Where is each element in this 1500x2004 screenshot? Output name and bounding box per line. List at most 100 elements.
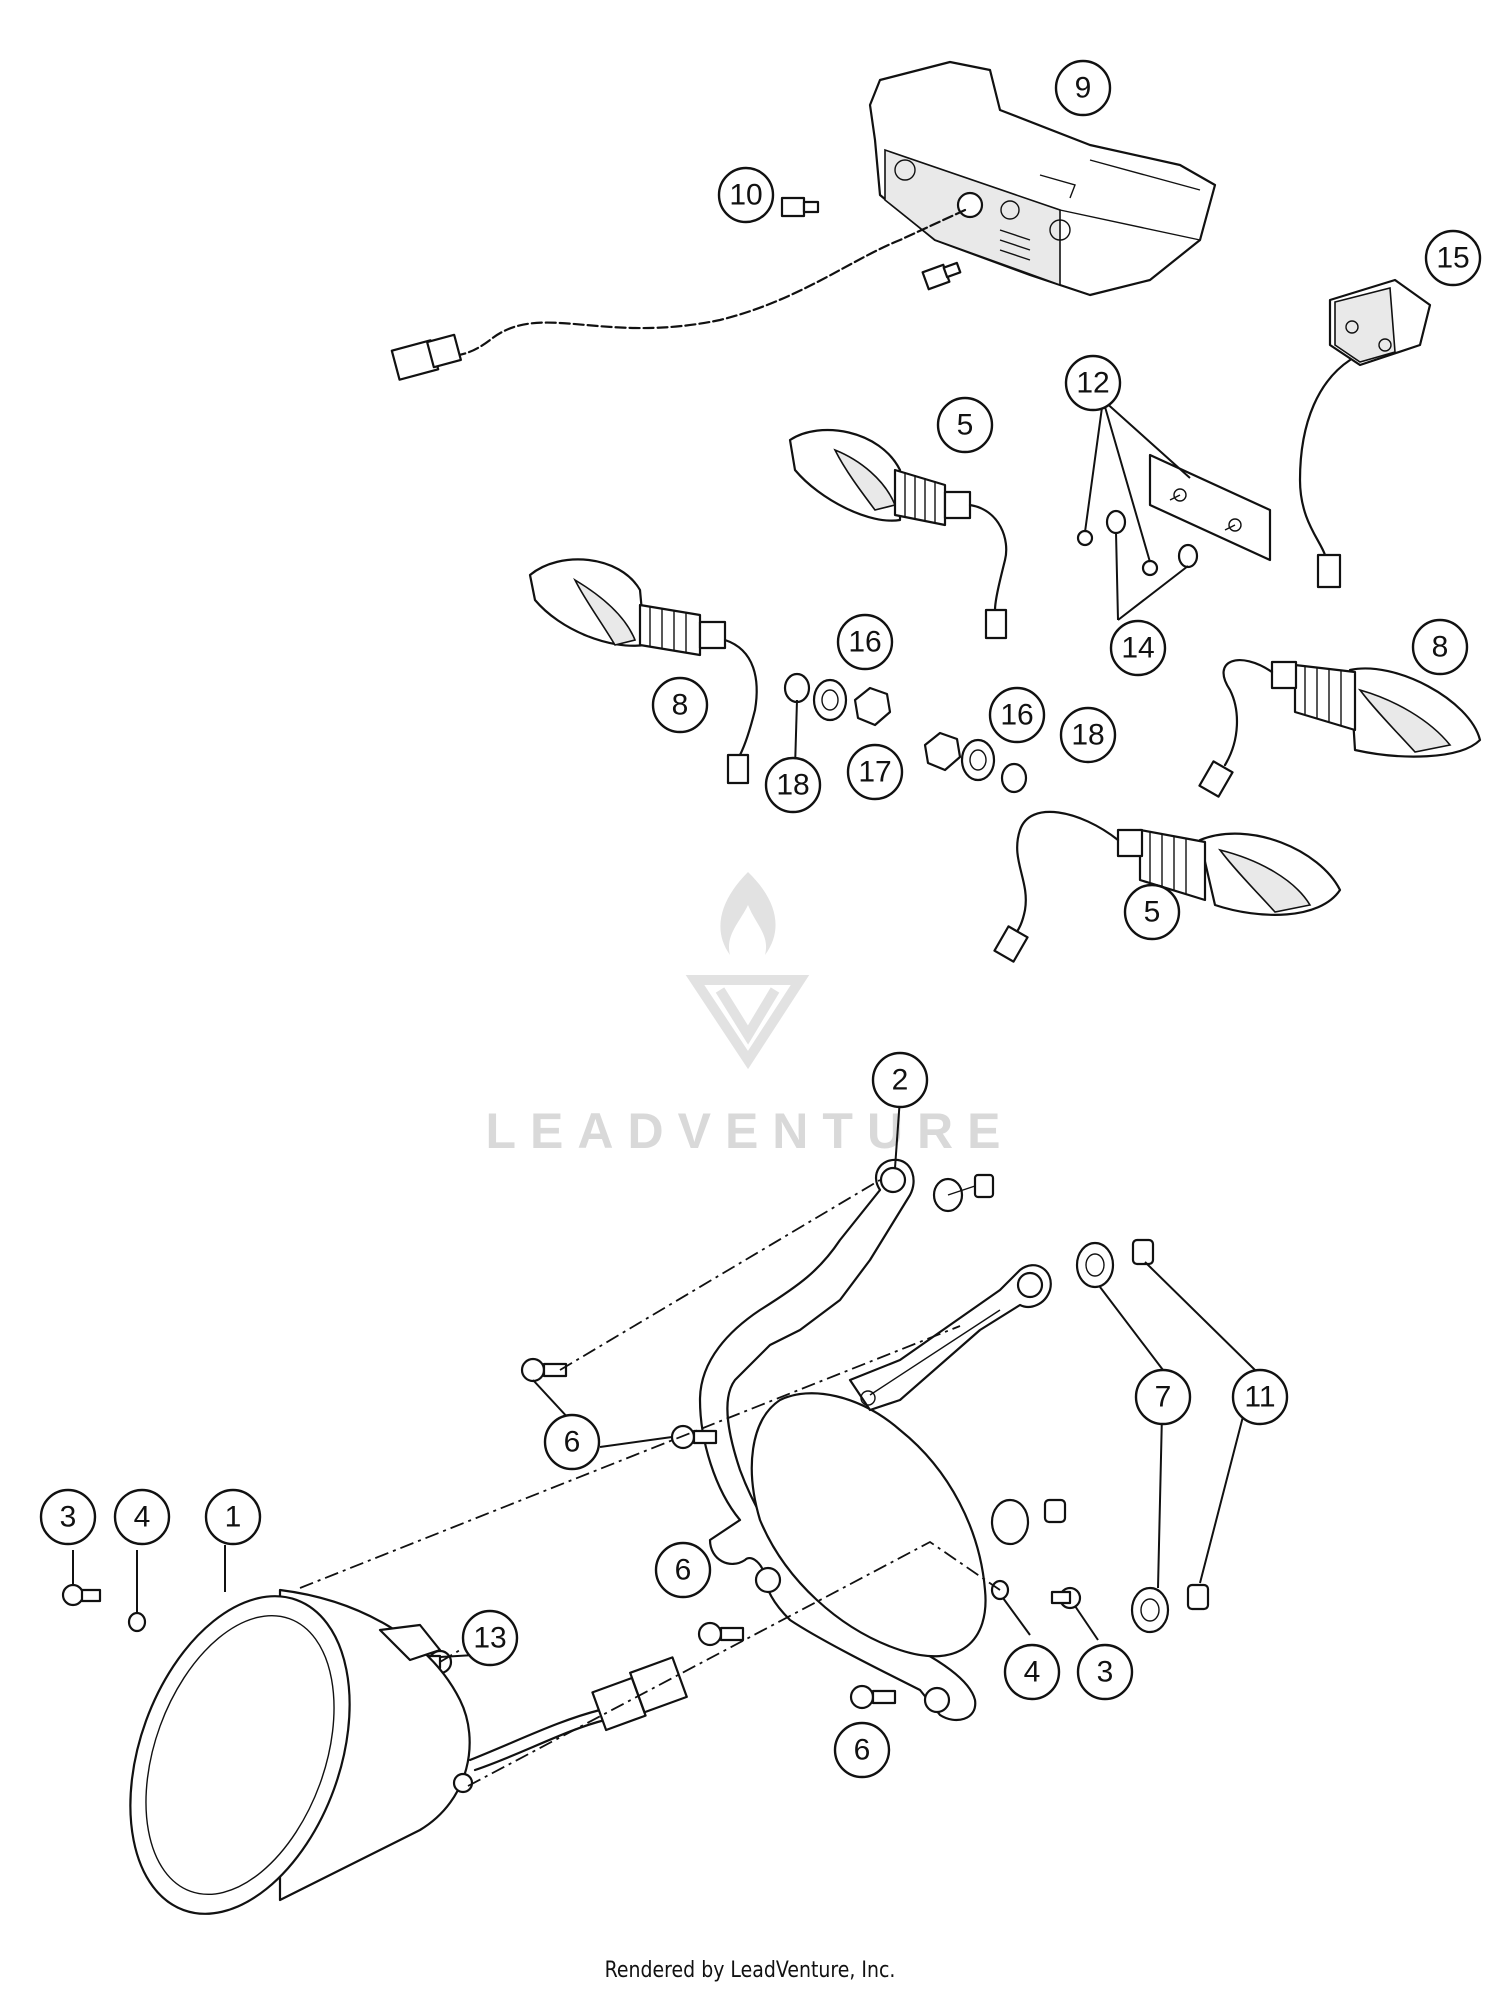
headlight-wires — [468, 1708, 607, 1772]
indicator-8-right-cable — [1222, 659, 1274, 767]
bushing-mid — [990, 1498, 1067, 1546]
callout-8-right[interactable]: 8 — [1411, 618, 1469, 676]
bolt-3-left — [61, 1583, 102, 1607]
callout-label: 5 — [957, 409, 974, 442]
screw-10-top — [780, 196, 820, 218]
plate-bracket-12 — [1148, 453, 1272, 562]
leadventure-watermark: LEADVENTURE — [485, 872, 1014, 1159]
callout-label: 13 — [473, 1622, 506, 1655]
callout-18-left[interactable]: 18 — [764, 756, 822, 814]
callout-14[interactable]: 14 — [1109, 619, 1167, 677]
washer-14-right — [1177, 543, 1199, 569]
callout-label: 4 — [134, 1501, 151, 1534]
callout-3-left[interactable]: 3 — [39, 1488, 97, 1546]
leader-6-middle — [599, 1436, 673, 1448]
callout-label: 5 — [1144, 896, 1161, 929]
callout-label: 8 — [1432, 631, 1449, 664]
callout-16-left[interactable]: 16 — [836, 613, 894, 671]
callout-1[interactable]: 1 — [204, 1488, 262, 1546]
indicator-5-top-cable — [968, 503, 1008, 612]
spacer-11-top — [1131, 1238, 1155, 1266]
tail-light-housing — [868, 60, 1217, 297]
callout-5-bottom[interactable]: 5 — [1123, 883, 1181, 941]
callout-label: 18 — [1071, 719, 1104, 752]
headlight-unit — [129, 1588, 474, 1915]
callout-13[interactable]: 13 — [461, 1609, 519, 1667]
callout-label: 3 — [60, 1501, 77, 1534]
callout-label: 18 — [776, 769, 809, 802]
callout-6-bottom[interactable]: 6 — [833, 1721, 891, 1779]
tail-light-connector — [390, 333, 462, 381]
bolt-6-lower — [697, 1621, 745, 1647]
callout-11[interactable]: 11 — [1231, 1368, 1289, 1426]
leader-18-left — [794, 699, 798, 769]
indicator-8-left-cable — [723, 638, 758, 757]
callout-label: 17 — [858, 756, 891, 789]
watermark-text: LEADVENTURE — [485, 1103, 1014, 1159]
callout-9[interactable]: 9 — [1054, 59, 1112, 117]
washer-14-left — [1105, 509, 1127, 535]
callout-label: 6 — [675, 1554, 692, 1587]
headlight-bracket — [698, 1158, 1052, 1722]
indicator-5-bottom — [1116, 828, 1342, 916]
nut-17-left — [853, 686, 892, 727]
callout-4-right[interactable]: 4 — [1003, 1643, 1061, 1701]
indicator-5-bottom-cable — [1013, 810, 1120, 937]
license-lamp-connector — [1316, 553, 1342, 589]
indicator-8-right-connector — [1198, 760, 1234, 798]
callout-6-lower[interactable]: 6 — [654, 1541, 712, 1599]
v-logo-icon — [685, 975, 810, 1070]
callout-label: 2 — [892, 1064, 909, 1097]
indicator-8-left — [528, 558, 727, 657]
washer-18-right — [1000, 762, 1028, 794]
callout-label: 3 — [1097, 1656, 1114, 1689]
alignment-line-bolt2 — [559, 1179, 881, 1371]
spacer-11-bottom — [1186, 1583, 1210, 1611]
lockwasher-16-right — [960, 738, 996, 782]
alignment-line-headlight-mid — [467, 1540, 1001, 1787]
bushing-7-top — [1075, 1241, 1115, 1289]
callout-8-left[interactable]: 8 — [651, 676, 709, 734]
callout-3-right[interactable]: 3 — [1076, 1643, 1134, 1701]
callout-17[interactable]: 17 — [846, 743, 904, 801]
callout-2[interactable]: 2 — [871, 1051, 929, 1109]
callout-6-upper[interactable]: 6 — [543, 1413, 601, 1471]
callout-12[interactable]: 12 — [1064, 354, 1122, 412]
callout-5-top[interactable]: 5 — [936, 396, 994, 454]
callout-7[interactable]: 7 — [1134, 1368, 1192, 1426]
callout-label: 15 — [1436, 242, 1469, 275]
headlight-connector — [591, 1656, 688, 1732]
tail-light-cable — [438, 208, 967, 360]
callout-label: 12 — [1076, 367, 1109, 400]
callout-label: 8 — [672, 689, 689, 722]
bolt-6-upper — [520, 1357, 568, 1383]
callout-label: 16 — [1000, 699, 1033, 732]
license-lamp-cable — [1298, 358, 1352, 557]
callout-label: 11 — [1244, 1381, 1275, 1414]
leader-2 — [894, 1097, 901, 1169]
callout-16-right[interactable]: 16 — [988, 686, 1046, 744]
bushing-7-bottom — [1130, 1586, 1170, 1634]
callout-4-left[interactable]: 4 — [113, 1488, 171, 1546]
bolt-6-bottom — [849, 1684, 897, 1710]
callout-18-right[interactable]: 18 — [1059, 706, 1117, 764]
bolt-2-top — [932, 1173, 995, 1213]
leader-4-right — [1002, 1597, 1031, 1636]
leader-3-right — [1074, 1605, 1099, 1641]
nut-17-right — [923, 731, 962, 772]
footer-credit: Rendered by LeadVenture, Inc. — [604, 1958, 896, 1983]
leader-6-upper — [532, 1379, 571, 1421]
indicator-8-left-connector — [726, 753, 750, 785]
leader-7 — [1099, 1286, 1164, 1589]
washer-4-left — [127, 1611, 147, 1633]
indicator-8-right — [1270, 660, 1482, 758]
callout-10[interactable]: 10 — [717, 166, 775, 224]
callout-15[interactable]: 15 — [1424, 229, 1482, 287]
callout-label: 14 — [1121, 632, 1154, 665]
indicator-5-top — [788, 428, 972, 527]
flame-logo-icon — [720, 872, 776, 955]
callout-label: 6 — [564, 1426, 581, 1459]
callout-label: 4 — [1024, 1656, 1041, 1689]
bolt-6-middle — [670, 1424, 718, 1450]
